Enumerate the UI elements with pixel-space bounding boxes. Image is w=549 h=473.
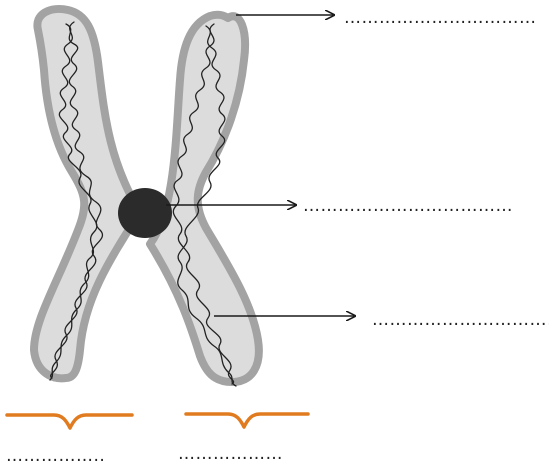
label-blank-centromere[interactable]: ……………………………… bbox=[303, 198, 513, 215]
brace-left bbox=[7, 415, 132, 428]
label-blank-arm-tip[interactable]: …………………………… bbox=[344, 10, 537, 27]
label-blank-dna[interactable]: …………………………… bbox=[372, 312, 549, 329]
label-blank-right-chromatid[interactable]: ……………… bbox=[178, 446, 283, 463]
centromere bbox=[118, 188, 172, 238]
brace-right bbox=[186, 414, 308, 427]
label-blank-left-chromatid[interactable]: …………….. bbox=[6, 448, 105, 465]
